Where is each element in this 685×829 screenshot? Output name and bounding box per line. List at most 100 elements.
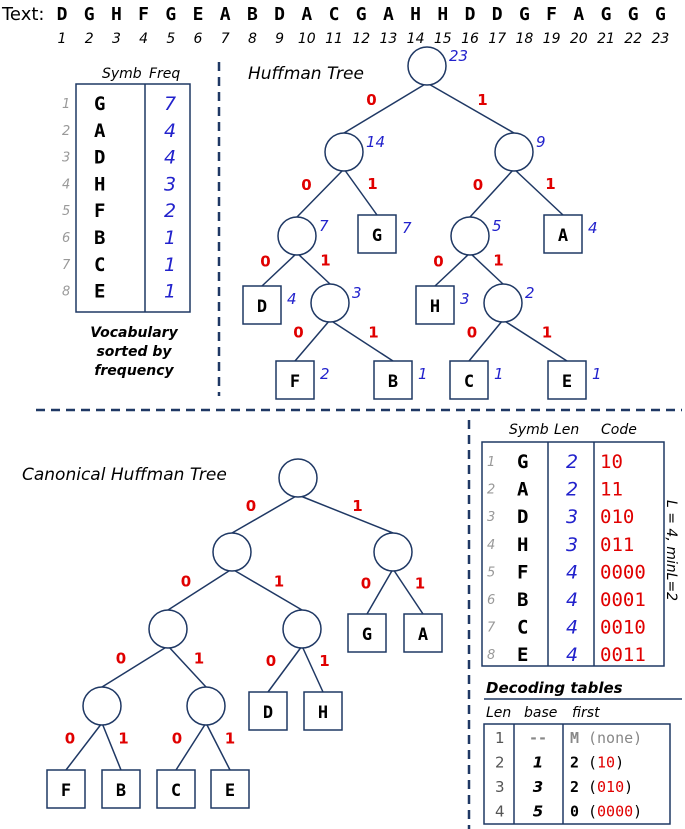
text-index: 1 <box>58 31 67 47</box>
decoding-row-first: M <box>570 729 579 747</box>
huffman-tree-title: Huffman Tree <box>248 64 364 84</box>
text-index: 4 <box>139 31 148 47</box>
text-index: 11 <box>325 31 343 47</box>
huffman-edge-bit: 1 <box>542 324 552 342</box>
text-index: 9 <box>275 31 284 47</box>
vocab-row-symbol: B <box>94 227 105 249</box>
vocab-row-symbol: H <box>94 173 105 195</box>
code-row-number: 1 <box>487 455 495 470</box>
huffman-internal-node <box>494 132 534 172</box>
decoding-row-len: 2 <box>495 754 505 772</box>
code-row-number: 7 <box>487 621 496 636</box>
code-row-length: 3 <box>566 534 578 556</box>
canonical-internal-node <box>82 686 122 726</box>
text-index: 13 <box>379 31 397 47</box>
huffman-leaf-symbol: D <box>257 297 267 317</box>
decoding-tables: Decoding tables Len base first 1--M(none… <box>483 679 682 825</box>
code-row-symbol: C <box>517 617 528 639</box>
code-header-code: Code <box>601 422 637 438</box>
decoding-header-base: base <box>524 705 557 721</box>
canonical-tree-title: Canonical Huffman Tree <box>22 465 227 485</box>
decoding-row-code-group: (010) <box>588 778 633 796</box>
canonical-edge <box>392 568 424 615</box>
code-row-number: 4 <box>487 538 495 553</box>
canonical-leaf-box <box>210 769 250 809</box>
canonical-edge-bit: 1 <box>274 573 284 591</box>
huffman-leaf-frequency: 1 <box>494 365 504 383</box>
huffman-edge-bit: 0 <box>366 91 376 109</box>
text-index: 3 <box>112 31 121 47</box>
huffman-edge <box>469 252 504 285</box>
text-index: 18 <box>515 31 533 47</box>
canonical-edge-bit: 0 <box>361 575 371 593</box>
code-row-code: 10 <box>600 451 623 473</box>
text-index: 16 <box>461 31 479 47</box>
text-char: H <box>437 4 448 25</box>
canonical-internal-node <box>148 609 188 649</box>
vocab-caption-line3: frequency <box>94 363 174 379</box>
vocab-row-frequency: 4 <box>164 120 176 142</box>
text-index: 15 <box>434 31 452 47</box>
vocab-row-frequency: 1 <box>164 254 176 276</box>
decoding-row-code-group: (10) <box>588 754 624 772</box>
canonical-leaf-symbol: F <box>61 781 71 801</box>
text-char: G <box>519 4 530 25</box>
huffman-internal-node <box>483 283 523 323</box>
text-char: H <box>410 4 421 25</box>
text-index: 5 <box>166 31 175 47</box>
vocab-header-freq: Freq <box>149 66 180 82</box>
decoding-paren-close: ) <box>633 803 642 821</box>
canonical-edge-bit: 0 <box>246 497 256 515</box>
huffman-leaf-frequency: 4 <box>588 219 598 237</box>
vocab-row-symbol: F <box>94 200 105 222</box>
text-char: A <box>301 4 312 25</box>
text-char: D <box>465 4 476 25</box>
decoding-paren-close: ) <box>615 754 624 772</box>
text-char: A <box>383 4 394 25</box>
huffman-leaf-symbol: G <box>372 226 382 246</box>
huffman-edge <box>434 252 471 287</box>
canonical-edge <box>231 494 299 534</box>
text-char: A <box>220 4 231 25</box>
vocab-table-frame <box>75 83 191 313</box>
huffman-edge-bit: 0 <box>293 324 303 342</box>
canonical-internal-node <box>212 532 252 572</box>
huffman-edge <box>329 319 394 362</box>
canonical-edge <box>65 722 103 771</box>
text-char: F <box>546 4 557 25</box>
huffman-leaf-symbol: C <box>464 372 474 392</box>
decoding-row-code: 0000 <box>597 803 633 821</box>
text-char: D <box>274 4 285 25</box>
vocab-row-symbol: C <box>94 254 105 276</box>
decoding-paren-open: ( <box>588 754 597 772</box>
vocab-row-frequency: 3 <box>164 173 176 195</box>
vocab-row-number: 5 <box>62 204 70 219</box>
canonical-edge-bit: 0 <box>65 730 75 748</box>
canonical-leaf-symbol: H <box>318 703 328 723</box>
text-char: G <box>165 4 176 25</box>
canonical-leaf-box <box>403 613 443 653</box>
huffman-leaf-symbol: H <box>430 297 440 317</box>
huffman-leaf-frequency: 1 <box>592 365 602 383</box>
huffman-internal-node <box>324 132 364 172</box>
canonical-edge-bit: 0 <box>266 652 276 670</box>
canonical-edge-bit: 1 <box>319 652 329 670</box>
decoding-row-len: 1 <box>495 729 505 747</box>
huffman-internal-node <box>310 283 350 323</box>
text-index: 14 <box>407 31 425 47</box>
huffman-edge-bit: 1 <box>545 175 555 193</box>
huffman-node-weight: 23 <box>449 47 468 65</box>
canonical-edge <box>301 645 324 693</box>
vocab-row-number: 8 <box>62 285 70 300</box>
code-row-length: 3 <box>566 506 578 528</box>
canonical-leaf-box <box>248 691 288 731</box>
text-index: 22 <box>624 31 642 47</box>
text-char: A <box>573 4 584 25</box>
canonical-edge-bit: 1 <box>352 497 362 515</box>
text-index: 20 <box>570 31 588 47</box>
